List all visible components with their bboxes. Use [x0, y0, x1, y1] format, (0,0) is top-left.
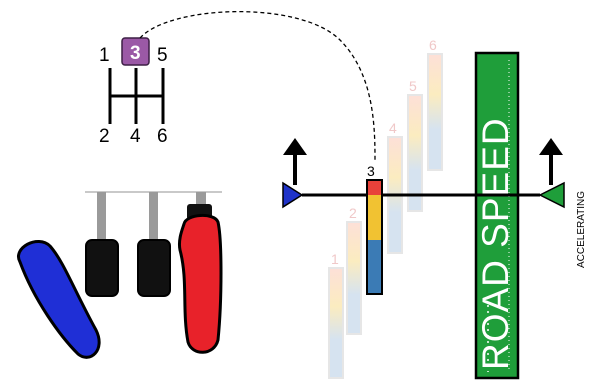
gear-label-5: 5	[157, 45, 168, 66]
gear-label-4: 4	[130, 126, 141, 147]
dashed-connector	[139, 10, 376, 163]
selected-gear-box	[121, 37, 150, 66]
gear-bar-label-6: 6	[429, 37, 437, 53]
bar-segment-yellow	[367, 195, 382, 240]
up-arrow-icon	[283, 138, 307, 185]
gear-bar-label-5: 5	[409, 78, 417, 94]
gear-label-6: 6	[157, 126, 168, 147]
gas-pedal	[178, 214, 223, 354]
gear-bar-5	[407, 94, 423, 212]
gear-bar-group: 1 2 4 5 6	[328, 37, 443, 379]
brake-pedal	[85, 239, 119, 297]
gear-label-1: 1	[99, 45, 110, 66]
gear-label-2: 2	[99, 126, 110, 147]
pedal-arm	[149, 192, 158, 242]
road-speed-panel: ROAD SPEED	[474, 51, 520, 380]
shift-pattern: 1 3 5 2 4 6	[99, 37, 168, 147]
gear-bar-label-3: 3	[367, 163, 375, 179]
pedal-arm	[97, 192, 106, 242]
bar-segment-red	[367, 180, 382, 195]
up-arrow-icon	[539, 138, 563, 185]
active-gear-bar: 3	[366, 163, 383, 295]
gear-bar-label-2: 2	[349, 205, 357, 221]
gear-bar-6	[427, 53, 443, 171]
pedal-arm	[196, 192, 206, 206]
pedal-assembly	[17, 191, 223, 359]
bar-segment-blue	[367, 240, 382, 294]
gear-bar-label-1: 1	[331, 251, 339, 267]
gear-bar-label-4: 4	[389, 120, 397, 136]
right-marker	[538, 181, 565, 209]
accelerating-label: ACCELERATING	[576, 191, 587, 268]
clutch-pedal	[17, 239, 101, 359]
speed-axis: ACCELERATING	[282, 138, 587, 268]
brake-pedal	[137, 239, 171, 297]
gear-label-3: 3	[130, 43, 141, 64]
gear-bar-3	[366, 179, 383, 295]
gear-bar-2	[346, 221, 362, 335]
road-speed-label: ROAD SPEED	[475, 117, 516, 370]
road-speed-bar	[474, 51, 520, 380]
left-marker	[282, 181, 304, 209]
gear-bar-1	[328, 267, 344, 379]
